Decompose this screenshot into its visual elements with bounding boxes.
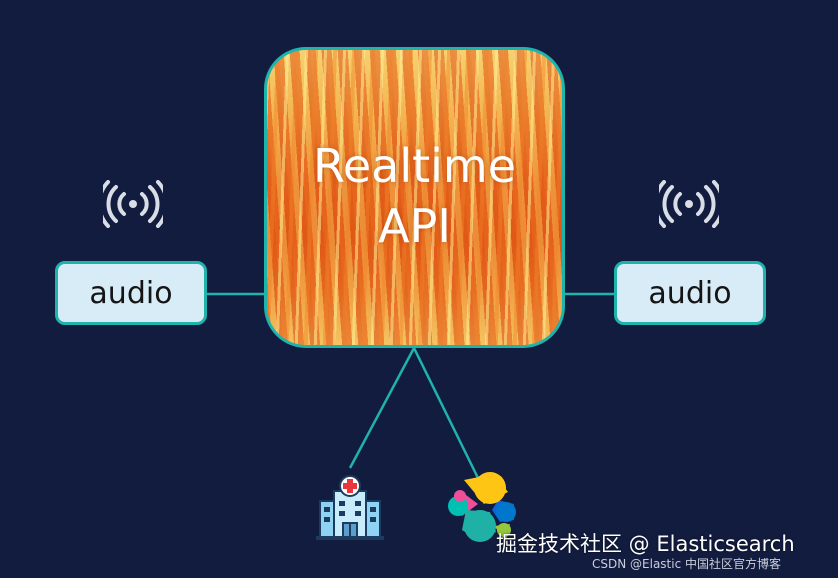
realtime-api-node [264, 47, 565, 348]
realtime-api-title-line2: API [378, 199, 451, 253]
realtime-api-title: Realtime API [264, 136, 565, 256]
audio-input-node: audio [55, 261, 207, 325]
audio-output-label: audio [648, 275, 732, 311]
hospital-building-icon [316, 475, 384, 540]
audio-input-label: audio [89, 275, 173, 311]
connector-elastic [412, 347, 480, 479]
connector-hospital [348, 347, 416, 469]
watermark-juejin: 掘金技术社区 @ Elasticsearch [496, 532, 795, 556]
wireless-signal-icon [659, 180, 719, 228]
watermark-csdn: CSDN @Elastic 中国社区官方博客 [592, 557, 782, 571]
realtime-api-title-line1: Realtime [312, 139, 517, 193]
wireless-signal-icon [103, 180, 163, 228]
audio-output-node: audio [614, 261, 766, 325]
elastic-logo-icon [448, 472, 516, 542]
